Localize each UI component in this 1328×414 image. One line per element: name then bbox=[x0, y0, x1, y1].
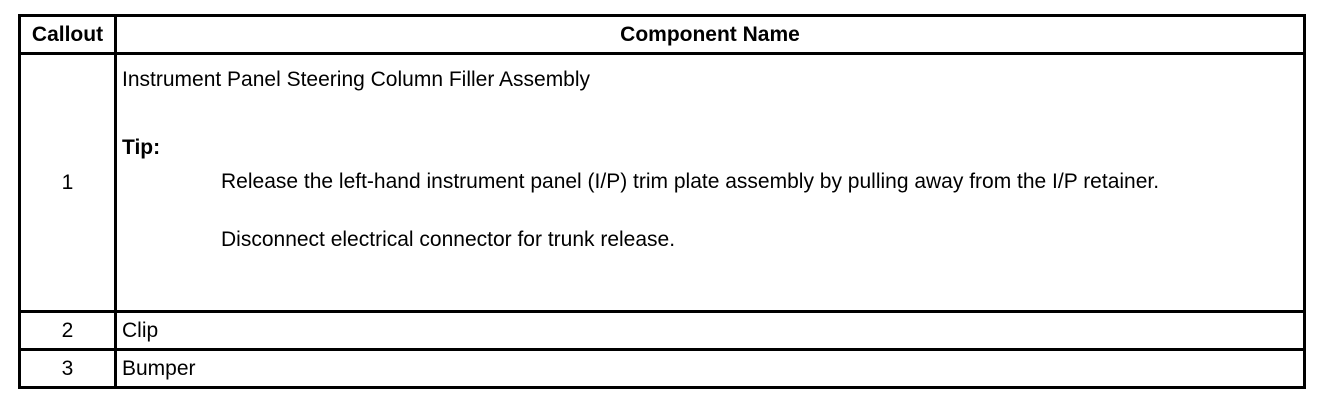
callout-number: 1 bbox=[18, 52, 117, 313]
table-row: 1 Instrument Panel Steering Column Fille… bbox=[18, 52, 1306, 313]
component-name: Instrument Panel Steering Column Filler … bbox=[122, 68, 591, 91]
component-name: Bumper bbox=[114, 348, 1306, 389]
tip-body: Release the left-hand instrument panel (… bbox=[221, 169, 1263, 252]
header-callout: Callout bbox=[18, 14, 117, 55]
callout-number: 3 bbox=[18, 348, 117, 389]
header-row: Callout Component Name bbox=[18, 14, 1306, 55]
component-cell: Instrument Panel Steering Column Filler … bbox=[114, 52, 1306, 313]
header-component-name: Component Name bbox=[114, 14, 1306, 55]
tip-label: Tip: bbox=[122, 136, 161, 159]
callout-number: 2 bbox=[18, 310, 117, 351]
component-name: Clip bbox=[114, 310, 1306, 351]
components-table: Callout Component Name 1 Instrument Pane… bbox=[18, 14, 1306, 389]
tip-text: Disconnect electrical connector for trun… bbox=[221, 228, 676, 251]
table-row: 3 Bumper bbox=[18, 348, 1306, 389]
table-row: 2 Clip bbox=[18, 310, 1306, 351]
tip-text: Release the left-hand instrument panel (… bbox=[221, 170, 1160, 193]
